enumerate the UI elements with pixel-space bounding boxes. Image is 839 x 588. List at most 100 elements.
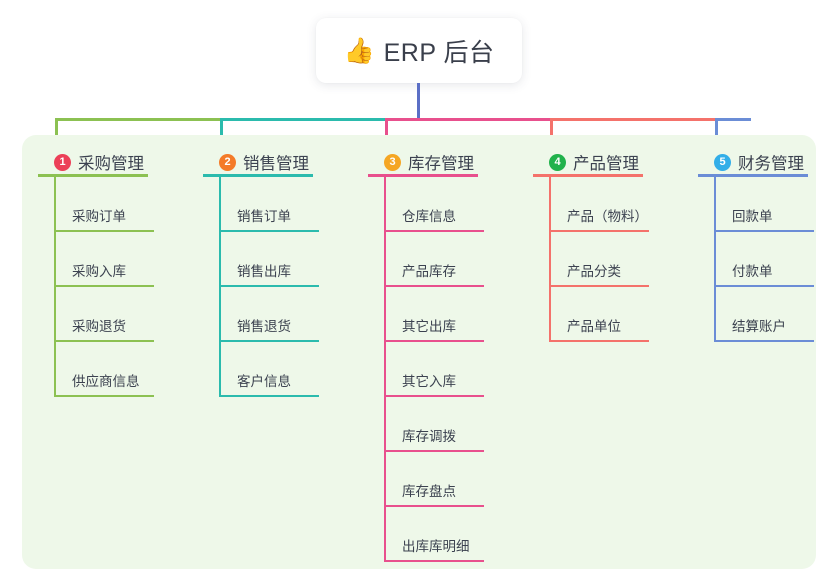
leaf-node[interactable]: 其它入库	[368, 342, 484, 397]
branch-badge-5: 5	[714, 153, 731, 171]
leaf-label: 客户信息	[237, 374, 291, 389]
leaf-label: 产品库存	[402, 264, 456, 279]
leaf-underline	[219, 230, 319, 232]
branch-5[interactable]: 5 财务管理回款单付款单结算账户	[698, 147, 814, 342]
leaf-node[interactable]: 库存调拨	[368, 397, 484, 452]
branch-underline-3	[368, 174, 478, 177]
leaf-underline	[219, 285, 319, 287]
leaf-node[interactable]: 付款单	[698, 232, 814, 287]
leaf-label: 供应商信息	[72, 374, 140, 389]
leaf-node[interactable]: 仓库信息	[368, 177, 484, 232]
root-node[interactable]: 👍 ERP 后台	[316, 18, 522, 83]
leaf-node[interactable]: 产品分类	[533, 232, 649, 287]
branch-items-4: 产品（物料） 产品分类产品单位	[533, 177, 649, 342]
leaf-underline	[384, 560, 484, 562]
bar-segment-1	[55, 118, 223, 121]
leaf-underline	[54, 395, 154, 397]
leaf-underline	[549, 230, 649, 232]
branch-spine-2	[219, 177, 221, 397]
branch-1[interactable]: 1 采购管理采购订单采购入库采购退货供应商信息	[38, 147, 154, 397]
branch-spine-5	[714, 177, 716, 342]
leaf-node[interactable]: 结算账户	[698, 287, 814, 342]
leaf-label: 产品分类	[567, 264, 621, 279]
branch-badge-2: 2	[219, 153, 236, 171]
leaf-label: 销售退货	[237, 319, 291, 334]
leaf-label: 出库库明细	[402, 539, 470, 554]
leaf-label: 采购退货	[72, 319, 126, 334]
leaf-node[interactable]: 采购订单	[38, 177, 154, 232]
branch-3[interactable]: 3 库存管理仓库信息产品库存其它出库其它入库库存调拨库存盘点出库库明细	[368, 147, 484, 562]
leaf-node[interactable]: 销售出库	[203, 232, 319, 287]
leaf-label: 结算账户	[732, 319, 786, 334]
branch-spine-1	[54, 177, 56, 397]
bar-segment-3	[385, 118, 553, 121]
thumbs-up-icon: 👍	[343, 36, 375, 65]
branch-drop-4	[550, 118, 553, 149]
leaf-node[interactable]: 库存盘点	[368, 452, 484, 507]
leaf-underline	[714, 230, 814, 232]
leaf-label: 仓库信息	[402, 209, 456, 224]
leaf-label: 其它出库	[402, 319, 456, 334]
branch-items-5: 回款单付款单结算账户	[698, 177, 814, 342]
leaf-node[interactable]: 采购退货	[38, 287, 154, 342]
branch-badge-4: 4	[549, 153, 566, 171]
leaf-underline	[384, 230, 484, 232]
leaf-node[interactable]: 采购入库	[38, 232, 154, 287]
branch-header-5[interactable]: 5 财务管理	[698, 147, 808, 177]
leaf-node[interactable]: 产品单位	[533, 287, 649, 342]
bar-segment-5	[715, 118, 751, 121]
leaf-underline	[549, 285, 649, 287]
root-title: ERP 后台	[383, 38, 495, 67]
trunk-connector	[417, 83, 420, 121]
branch-title-3: 库存管理	[408, 155, 474, 173]
leaf-label: 回款单	[732, 209, 773, 224]
branch-title-5: 财务管理	[738, 155, 804, 173]
leaf-node[interactable]: 销售退货	[203, 287, 319, 342]
branches-panel	[22, 135, 816, 569]
branch-badge-3: 3	[384, 153, 401, 171]
branch-title-1: 采购管理	[78, 155, 144, 173]
bar-segment-2	[220, 118, 388, 121]
leaf-label: 其它入库	[402, 374, 456, 389]
leaf-label: 采购入库	[72, 264, 126, 279]
leaf-node[interactable]: 销售订单	[203, 177, 319, 232]
branch-drop-3	[385, 118, 388, 149]
leaf-node[interactable]: 回款单	[698, 177, 814, 232]
leaf-underline	[714, 285, 814, 287]
branch-items-2: 销售订单销售出库销售退货客户信息	[203, 177, 319, 397]
leaf-underline	[54, 285, 154, 287]
branch-header-3[interactable]: 3 库存管理	[368, 147, 478, 177]
leaf-node[interactable]: 客户信息	[203, 342, 319, 397]
leaf-node[interactable]: 供应商信息	[38, 342, 154, 397]
leaf-label: 库存调拨	[402, 429, 456, 444]
branch-underline-2	[203, 174, 313, 177]
branch-spine-3	[384, 177, 386, 562]
leaf-underline	[549, 340, 649, 342]
branch-drop-2	[220, 118, 223, 149]
branch-items-3: 仓库信息产品库存其它出库其它入库库存调拨库存盘点出库库明细	[368, 177, 484, 562]
bar-segment-4	[550, 118, 718, 121]
leaf-label: 产品单位	[567, 319, 621, 334]
branch-underline-1	[38, 174, 148, 177]
leaf-underline	[384, 450, 484, 452]
leaf-underline	[54, 340, 154, 342]
branch-underline-4	[533, 174, 643, 177]
leaf-underline	[714, 340, 814, 342]
leaf-node[interactable]: 产品（物料）	[533, 177, 649, 232]
branch-header-1[interactable]: 1 采购管理	[38, 147, 148, 177]
leaf-node[interactable]: 出库库明细	[368, 507, 484, 562]
leaf-label: 采购订单	[72, 209, 126, 224]
leaf-underline	[384, 395, 484, 397]
leaf-label: 销售出库	[237, 264, 291, 279]
leaf-node[interactable]: 其它出库	[368, 287, 484, 342]
leaf-node[interactable]: 产品库存	[368, 232, 484, 287]
leaf-label: 销售订单	[237, 209, 291, 224]
branch-drop-1	[55, 118, 58, 149]
leaf-label: 库存盘点	[402, 484, 456, 499]
leaf-underline	[384, 340, 484, 342]
branch-badge-1: 1	[54, 153, 71, 171]
